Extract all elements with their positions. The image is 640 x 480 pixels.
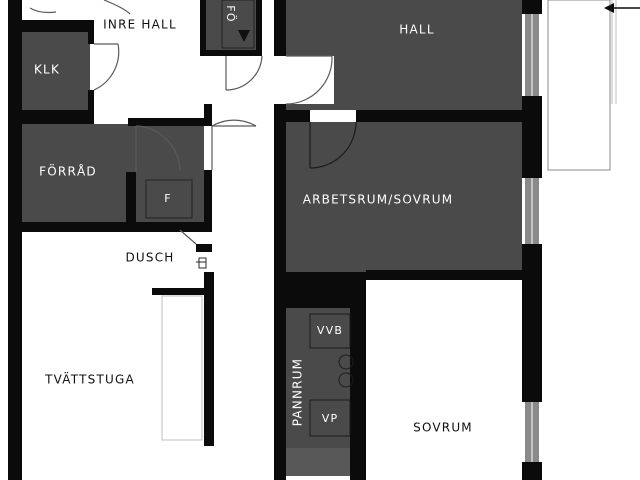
wall-hall-bottom bbox=[356, 110, 526, 122]
entry-stair bbox=[547, 0, 617, 171]
arrow-left-icon bbox=[604, 3, 640, 13]
pipe-1 bbox=[338, 354, 354, 370]
label-f-closet: F bbox=[164, 192, 172, 205]
wall-center-mid bbox=[274, 104, 286, 480]
label-tvattstuga: TVÄTTSTUGA bbox=[44, 372, 135, 387]
door-dusch bbox=[179, 229, 197, 245]
arrow-down-icon bbox=[238, 30, 250, 42]
wall-dusch-stub bbox=[196, 244, 212, 252]
vp-box bbox=[309, 399, 351, 437]
room-fills bbox=[22, 0, 522, 476]
label-fo-partial: FÖ bbox=[224, 5, 237, 22]
label-klk: KLK bbox=[34, 63, 60, 77]
klk-fill bbox=[22, 32, 90, 112]
wall-forrad-right bbox=[204, 170, 212, 230]
wall-forrad-bottom bbox=[22, 222, 212, 232]
wall-dusch-right bbox=[204, 272, 214, 446]
label-sovrum: SOVRUM bbox=[413, 421, 473, 435]
wall-sovrum-top bbox=[366, 270, 526, 280]
label-arbetsrum: ARBETSRUM/SOVRUM bbox=[303, 193, 454, 207]
door-swings bbox=[29, 0, 357, 245]
door-fo-arc bbox=[225, 55, 263, 91]
stair-box bbox=[547, 0, 611, 171]
wall-right-outer-1 bbox=[522, 0, 542, 14]
label-vvb: VVB bbox=[317, 324, 343, 337]
door-inrehall-top bbox=[103, 0, 131, 15]
wall-f-closet-left bbox=[126, 172, 136, 226]
door-top-left bbox=[29, 7, 57, 14]
wall-right-outer-4 bbox=[522, 462, 542, 480]
wall-center-upper bbox=[274, 0, 286, 56]
fixtures bbox=[145, 0, 354, 476]
wall-hall-bottom-left bbox=[286, 110, 308, 122]
tvatt-counter bbox=[161, 295, 203, 441]
wall-left-outer bbox=[8, 0, 22, 480]
wall-tvatt-shelf bbox=[152, 288, 204, 295]
wall-right-outer-2 bbox=[522, 96, 542, 178]
wall-top-left bbox=[22, 20, 92, 32]
door-corridor-arc bbox=[211, 119, 257, 127]
walls bbox=[8, 0, 542, 480]
wall-fo-left bbox=[200, 0, 206, 56]
door-arbetsrum-arc bbox=[309, 121, 357, 169]
door-hall-arc bbox=[285, 55, 333, 105]
wall-forrad-top bbox=[128, 118, 212, 126]
wall-pannrum-right bbox=[350, 284, 366, 480]
door-forrad-arc bbox=[135, 125, 181, 171]
wall-forrad-stub bbox=[204, 104, 212, 126]
wall-klk-right-2 bbox=[88, 90, 94, 112]
wall-arbetsrum-bottom bbox=[286, 272, 366, 284]
wall-fo-right bbox=[256, 0, 262, 56]
shower-tap-icon bbox=[196, 257, 207, 269]
fo-closet-fill bbox=[204, 0, 256, 52]
label-inre-hall: INRE HALL bbox=[103, 18, 177, 32]
label-vp: VP bbox=[322, 412, 339, 425]
vvb-box bbox=[309, 313, 351, 349]
pipe-2 bbox=[338, 372, 354, 388]
wall-below-klk bbox=[22, 110, 94, 124]
forrad-fill bbox=[22, 124, 204, 222]
label-pannrum: PANNRUM bbox=[291, 358, 305, 427]
door-klk-arc bbox=[93, 43, 120, 91]
wall-right-outer-3 bbox=[522, 244, 542, 402]
wall-klk-right bbox=[88, 20, 94, 44]
pannrum-floor-strip bbox=[286, 448, 350, 476]
label-hall: HALL bbox=[399, 23, 434, 37]
arbetsrum-door-patch bbox=[286, 122, 356, 170]
room-labels: INRE HALL KLK HALL FÖRRÅD F ARBETSRUM/SO… bbox=[34, 5, 473, 435]
fo-closet-box bbox=[221, 0, 255, 49]
label-dusch: DUSCH bbox=[125, 251, 174, 265]
label-forrad: FÖRRÅD bbox=[39, 163, 97, 179]
hall-door-patch-1 bbox=[276, 56, 334, 104]
wall-hall-stub bbox=[304, 110, 310, 122]
wall-fo-bottom bbox=[200, 50, 260, 56]
f-closet-box bbox=[145, 179, 193, 219]
